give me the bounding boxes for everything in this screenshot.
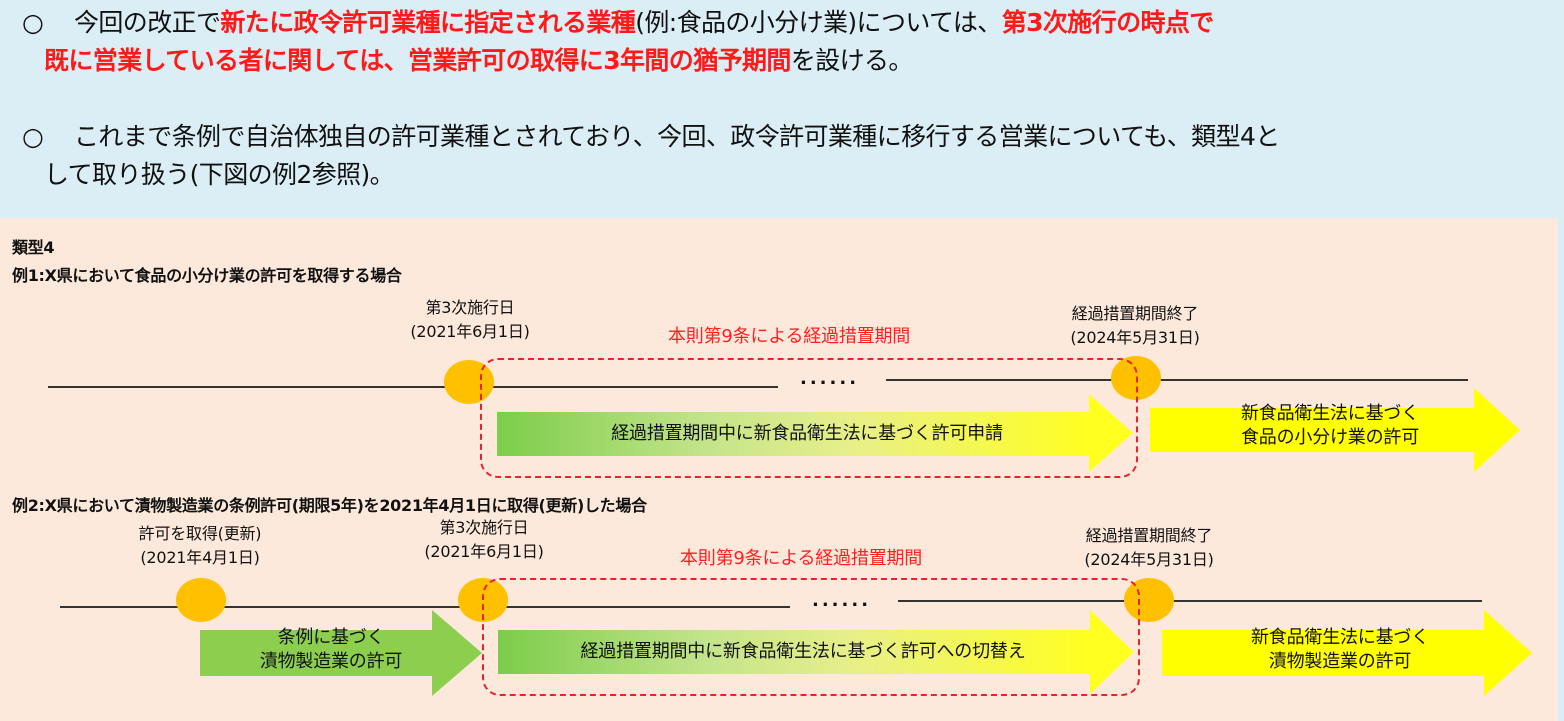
notes-section: ○今回の改正で新たに政令許可業種に指定される業種(例:食品の小分け業)については…	[0, 0, 1564, 218]
note-2-line-1: ○これまで条例で自治体独自の許可業種とされており、今回、政令許可業種に移行する営…	[22, 118, 1280, 156]
arrow-permit-switch: 経過措置期間中に新食品衛生法に基づく許可への切替え	[498, 610, 1134, 694]
example-2-title: 例2:X県において漬物製造業の条例許可(期限5年)を2021年4月1日に取得(更…	[12, 496, 647, 515]
transition-period-box	[480, 358, 1138, 478]
timeline-line	[898, 600, 1482, 602]
arrow-new-permit: 新食品衛生法に基づく 食品の小分け業の許可	[1150, 388, 1520, 472]
note-1-line-2: 既に営業している者に関しては、営業許可の取得に3年間の猶予期間を設ける。	[44, 46, 913, 75]
timeline-line	[60, 606, 790, 608]
note-2: ○これまで条例で自治体独自の許可業種とされており、今回、政令許可業種に移行する営…	[22, 118, 1280, 194]
arrow-head-icon	[1484, 610, 1532, 696]
milestone-label: 経過措置期間終了 (2024年5月31日)	[1084, 526, 1214, 569]
milestone-label: 許可を取得(更新) (2021年4月1日)	[138, 524, 262, 567]
transition-period-label: 本則第9条による経過措置期間	[680, 548, 923, 569]
timeline-line	[48, 386, 778, 388]
arrow-ordinance-permit: 条例に基づく 漬物製造業の許可	[200, 610, 482, 696]
transition-period-label: 本則第9条による経過措置期間	[668, 326, 911, 347]
note-2-line-2: して取り扱う(下図の例2参照)。	[44, 160, 395, 189]
timeline-line	[886, 379, 1468, 381]
bullet-circle-icon: ○	[22, 122, 44, 151]
milestone-label: 第3次施行日 (2021年6月1日)	[424, 518, 544, 561]
milestone-dot-icon	[176, 578, 226, 622]
transition-period-box	[482, 578, 1140, 696]
arrow-head-icon	[432, 610, 482, 696]
arrow-head-icon	[1474, 388, 1520, 472]
ellipsis: ......	[812, 590, 872, 611]
bullet-circle-icon: ○	[22, 8, 44, 37]
ellipsis: ......	[800, 368, 860, 389]
milestone-label: 経過措置期間終了 (2024年5月31日)	[1070, 304, 1200, 347]
arrow-permit-application: 経過措置期間中に新食品衛生法に基づく許可申請	[497, 394, 1133, 472]
example-1-title: 例1:X県において食品の小分け業の許可を取得する場合	[12, 266, 402, 285]
arrow-new-permit: 新食品衛生法に基づく 漬物製造業の許可	[1162, 610, 1532, 696]
arrow-head-icon	[1089, 394, 1133, 472]
milestone-label: 第3次施行日 (2021年6月1日)	[410, 298, 530, 341]
type-label: 類型4	[12, 238, 55, 257]
diagram-panel: 類型4 例1:X県において食品の小分け業の許可を取得する場合 第3次施行日 (2…	[0, 218, 1558, 721]
note-1: ○今回の改正で新たに政令許可業種に指定される業種(例:食品の小分け業)については…	[22, 4, 1214, 80]
arrow-head-icon	[1090, 610, 1134, 694]
note-1-line-1: ○今回の改正で新たに政令許可業種に指定される業種(例:食品の小分け業)については…	[22, 4, 1214, 42]
